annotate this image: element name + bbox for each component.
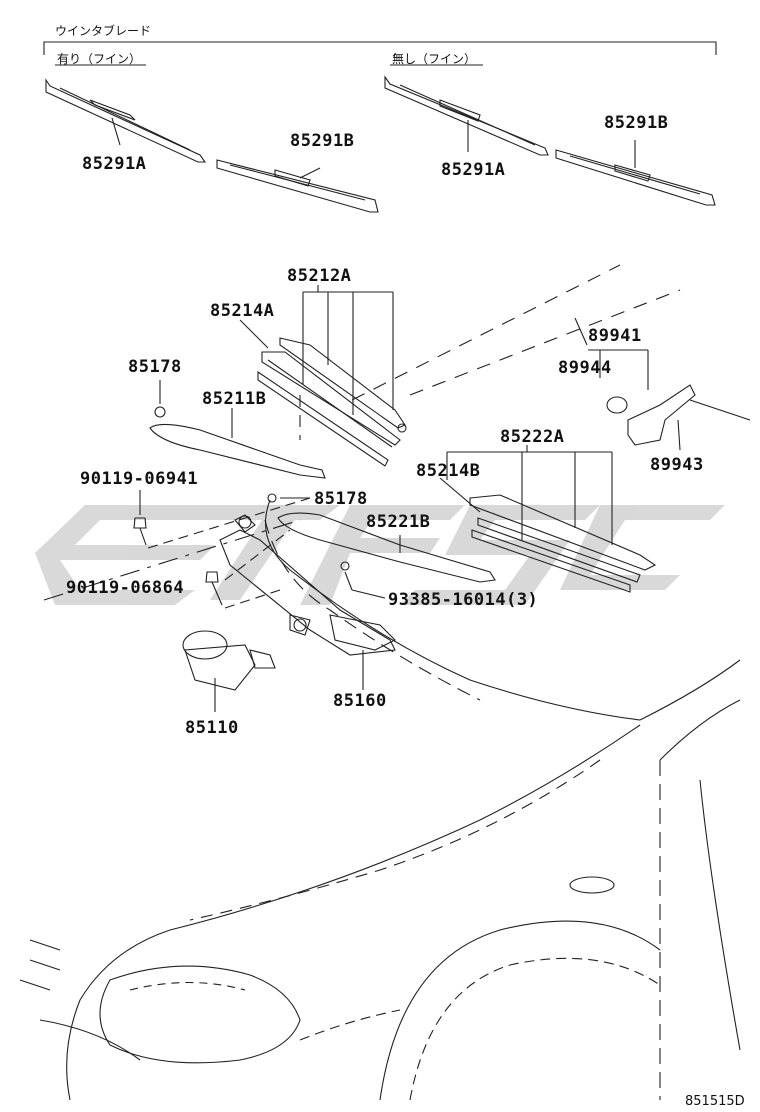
- watermark-logo: [35, 505, 725, 605]
- diagram-code: 851515D: [685, 1094, 745, 1109]
- part-85178-mid[interactable]: 85178: [314, 489, 368, 509]
- part-85291A-right[interactable]: 85291A: [441, 160, 506, 180]
- group-title: ウインタブレード: [55, 24, 152, 38]
- part-89943[interactable]: 89943: [650, 455, 704, 475]
- part-85291B-left[interactable]: 85291B: [290, 131, 355, 151]
- with-fin-label: 有り（フイン）: [57, 52, 142, 66]
- part-85212A[interactable]: 85212A: [287, 266, 352, 286]
- part-85160[interactable]: 85160: [333, 691, 387, 711]
- part-85211B[interactable]: 85211B: [202, 389, 267, 409]
- part-85110[interactable]: 85110: [185, 718, 239, 738]
- part-93385-16014[interactable]: 93385-16014(3): [388, 590, 539, 610]
- part-89941[interactable]: 89941: [588, 326, 642, 346]
- part-85214B[interactable]: 85214B: [416, 461, 481, 481]
- without-fin-label: 無し（フイン）: [392, 52, 477, 66]
- part-85291A-left[interactable]: 85291A: [82, 154, 147, 174]
- part-90119-06941[interactable]: 90119-06941: [80, 469, 199, 489]
- part-85221B[interactable]: 85221B: [366, 512, 431, 532]
- part-90119-06864[interactable]: 90119-06864: [66, 578, 185, 598]
- part-85291B-right[interactable]: 85291B: [604, 113, 669, 133]
- line-art: [19, 41, 751, 1101]
- part-85178-top[interactable]: 85178: [128, 357, 182, 377]
- part-85222A[interactable]: 85222A: [500, 427, 565, 447]
- part-85214A[interactable]: 85214A: [210, 301, 275, 321]
- part-89944[interactable]: 89944: [558, 358, 612, 378]
